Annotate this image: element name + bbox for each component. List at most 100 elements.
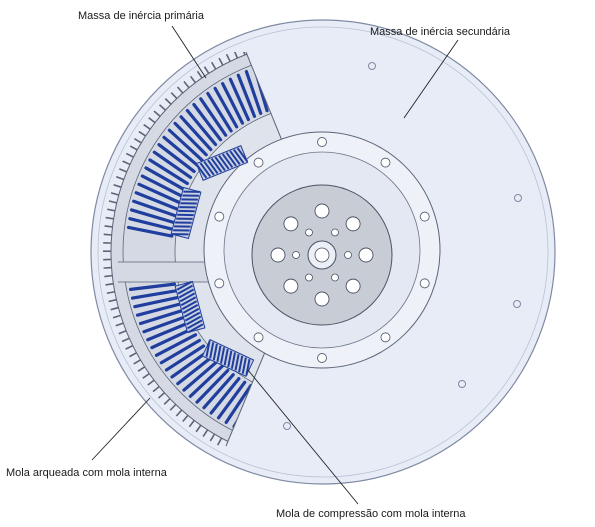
arc-spring-coil [129,282,177,291]
arc-spring-coil [213,86,239,129]
gear-tooth [105,282,114,286]
gear-tooth [176,86,184,94]
compression-spring-lower-a [174,280,206,334]
label-primary-mass: Massa de inércia primária [78,10,204,22]
compression-spring-coil [179,206,196,209]
flange-bolt-hole [380,332,391,343]
ring-gear-teeth [102,52,254,446]
hub-hole [270,247,286,263]
leader-primary-mass [171,25,207,79]
gear-tooth [189,75,197,84]
gear-tooth [147,379,155,386]
gear-tooth [110,306,119,311]
compression-spring-coil [227,350,233,368]
arc-spring-coil [138,308,185,326]
arc-spring-coil [170,349,210,379]
arc-spring-coil [140,174,184,198]
secondary-mass-hole [514,194,522,202]
hub-hole [345,278,361,294]
arc-spring-coil [209,377,241,415]
hub-hole [345,216,361,232]
gear-tooth [106,290,115,295]
primary-sector-top-edge [245,51,286,149]
hub-center-bore [314,247,330,263]
arc-spring-coil [228,77,250,122]
gear-tooth [209,433,216,442]
leader-compression-spring [247,369,359,505]
arc-spring-coil [188,364,225,398]
arc-spring-coil [244,69,263,115]
compression-spring-coil [183,190,200,193]
hub-small-hole [331,228,339,237]
gear-tooth [148,117,156,124]
gear-tooth [233,52,239,59]
arc-spring-coil [137,182,181,205]
compression-spring-coil [181,300,198,310]
compression-spring-coil [212,343,218,361]
gear-tooth [133,359,141,365]
compression-spring-coil [178,288,195,299]
compression-spring-coil [187,323,204,334]
gear-tooth [169,403,177,411]
gear-tooth [225,53,231,62]
gear-tooth [122,160,131,166]
gear-tooth [110,192,120,196]
arc-spring-coil [164,344,206,372]
gear-tooth [158,104,166,111]
gear-tooth [164,98,172,105]
gear-tooth [182,414,189,423]
compression-spring-coil [177,213,194,217]
hub-hole [314,203,330,219]
arc-spring-coil [150,327,194,350]
gear-tooth [202,429,209,437]
gear-tooth [112,314,121,319]
flange-bolt-hole [317,353,327,363]
compression-spring-coil [210,157,223,173]
gear-tooth [188,419,195,428]
arc-spring-coil [154,333,198,357]
arc-spring-coil [176,354,215,386]
compression-spring-coil [221,153,234,169]
arc-spring-coil [192,102,223,142]
gear-tooth [143,123,151,130]
compression-spring-coil [195,163,208,179]
arc-spring-coil [126,225,174,238]
compression-spring-coil [182,194,199,197]
gear-tooth [152,385,160,393]
secondary-mass-inner-ring [97,26,549,478]
compression-spring-coil [180,296,197,307]
flange-bolt-hole [214,278,225,289]
arc-spring-coil [167,128,204,162]
gear-tooth [210,61,217,70]
flange-bolt-hole [317,137,327,147]
flange-bolt-hole [419,278,430,289]
leader-secondary-mass [403,39,459,119]
compression-spring-coil [173,229,190,232]
compression-spring-coil [233,149,245,164]
compression-spring-coil [178,209,195,213]
gear-tooth [107,208,116,212]
compression-spring-coil [241,357,247,374]
label-compression-spring: Mola de compressão com mola interna [276,508,466,520]
arc-spring-coil [236,73,257,118]
compression-spring-coil [185,315,202,326]
gear-tooth [170,92,178,100]
gear-tooth [153,110,161,117]
hub-small-hole [305,228,313,237]
gear-tooth [142,372,150,379]
arc-spring-coil [185,108,218,147]
primary-sector-middle-rib [118,261,211,283]
gear-tooth [113,183,122,188]
secondary-mass-hole [283,422,291,430]
secondary-mass-hole [513,300,521,308]
hub-hole [283,278,299,294]
compression-spring-coil [216,345,222,363]
compression-spring-coil [214,156,226,172]
gear-tooth [105,216,114,220]
gear-tooth [175,409,183,417]
gear-tooth [103,233,112,236]
hub-small-hole [344,251,352,259]
flange-bolt-hole [419,211,430,222]
compression-spring-coil [218,154,230,170]
compression-spring-coil [179,292,196,303]
